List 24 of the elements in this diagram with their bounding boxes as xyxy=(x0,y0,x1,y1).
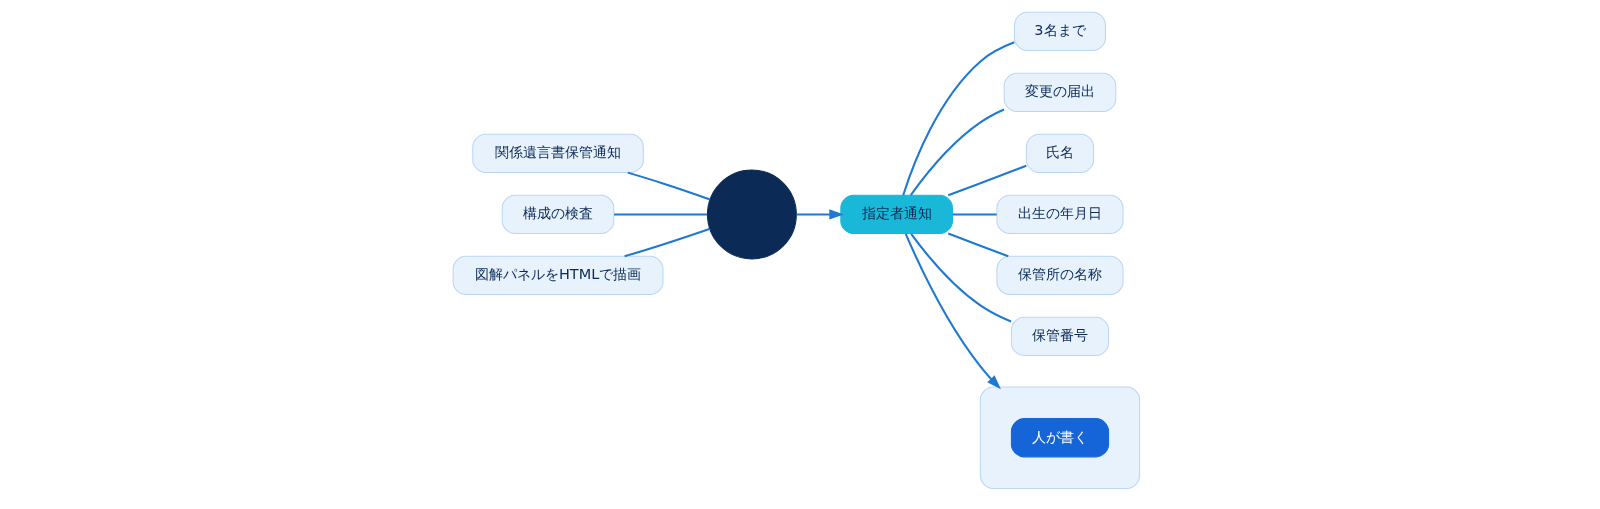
connector xyxy=(947,164,1027,197)
node-box: 指定者通知 xyxy=(839,194,953,235)
arrow xyxy=(796,209,844,220)
node-box: 人が書く xyxy=(1010,418,1109,458)
node-box: 保管番号 xyxy=(1010,316,1109,357)
connector xyxy=(613,213,707,216)
node-box: 図解パネルをHTMLで描画 xyxy=(452,255,663,296)
node-box: 保管所の名称 xyxy=(995,255,1124,296)
cluster xyxy=(979,386,1140,489)
node-box: 3名まで xyxy=(1013,11,1106,52)
connector xyxy=(626,171,710,201)
connector xyxy=(901,41,1015,196)
connector xyxy=(909,233,1011,323)
node-box: 変更の届出 xyxy=(1003,72,1116,113)
node-box: 氏名 xyxy=(1025,133,1094,174)
connector xyxy=(952,213,997,216)
node-box: 構成の検査 xyxy=(501,194,614,235)
connector xyxy=(909,108,1004,196)
connector xyxy=(623,227,710,258)
connector xyxy=(947,232,1009,258)
node-circle xyxy=(706,169,797,260)
node-box: 関係遺言書保管通知 xyxy=(471,133,644,174)
node-box: 出生の年月日 xyxy=(995,194,1124,235)
arrow xyxy=(904,233,1001,390)
